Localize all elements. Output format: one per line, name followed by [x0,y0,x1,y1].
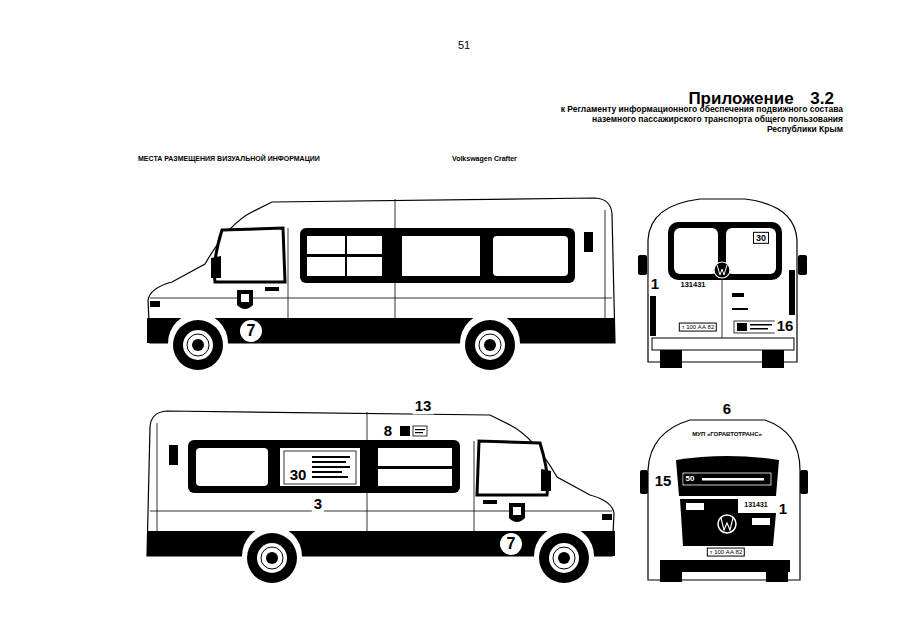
van-front-view [640,420,808,582]
callout-number: 13 [413,397,434,414]
van-front-view [718,515,736,533]
van-side-view-right [415,429,425,430]
van-side-view-right [415,432,423,433]
van-rear-view [726,228,776,274]
van-side-view-right [284,451,356,484]
van-rear-view [648,199,797,362]
van-rear-view [652,338,794,350]
van-rear-view [798,255,807,275]
fleet-number: 131431 [680,281,705,290]
van-rear-view [732,308,748,310]
appendix-subtitle: к Регламенту информационного обеспечения… [551,104,843,135]
van-side-view-right [413,426,427,436]
van-side-view-right [280,448,360,486]
callout-number: 7 [507,536,516,552]
route-display: 50 [684,474,697,483]
callout-number: 6 [721,400,733,417]
van-front-view [800,470,808,494]
callout-number: 3 [312,495,324,512]
van-side-body [147,198,615,373]
van-rear-view [714,262,730,278]
van-side-view-right [196,448,268,486]
van-side-view-left [307,257,345,276]
van-rear-view [722,280,723,345]
van-side-view-left [493,236,568,276]
van-rear-view [638,255,647,275]
van-side-view-left [300,228,575,283]
callout-number: 30 [290,466,307,483]
van-front-view [683,473,771,485]
van-rear-view [750,328,768,330]
van-side-view-right [378,448,452,466]
van-side-view-right [188,440,460,493]
callout-number: 15 [653,472,674,489]
van-rear-view [750,324,772,326]
van-front-view [766,572,788,582]
van-front-view [660,560,790,572]
callout-number: 16 [775,317,796,334]
route-number-sign: 30 [753,232,769,244]
van-side-view-right [312,456,350,458]
vehicle-model: Volkswagen Crafter [452,155,517,163]
van-rear-view [638,199,807,368]
fleet-number: 131431 [744,501,767,509]
van-rear-view [650,296,656,336]
operator-name: МУП «ГОРАВТОТРАНС» [692,431,762,438]
van-front-view [680,499,776,546]
van-side-view-right [147,411,615,586]
van-rear-view [762,350,784,368]
callout-number: 8 [384,422,392,439]
van-front-view [721,518,733,530]
license-plate: т 100 АА 82 [679,323,717,332]
van-side-view-left [347,257,382,276]
callout-circle: 7 [500,533,522,555]
van-front-view [660,572,682,582]
van-front-view [752,518,770,525]
van-front-view [640,470,648,494]
van-rear-view [737,323,747,331]
van-rear-view [734,321,776,333]
callout-circle: 7 [240,320,262,342]
van-rear-view [668,222,782,280]
van-side-view-right [400,426,410,436]
license-plate: т 100 АА 82 [707,548,745,557]
van-side-body [147,411,615,586]
van-rear-view [717,265,727,275]
van-front-view [648,420,800,580]
van-rear-view [674,228,718,274]
van-side-view-left [347,236,382,254]
callout-number: 1 [649,275,661,292]
van-side-view-right [312,471,342,473]
callout-number: 7 [247,323,256,339]
van-rear-view [732,293,744,297]
page-number: 51 [458,39,470,52]
callout-number: 1 [779,500,787,517]
van-rear-view [660,350,682,368]
van-side-view-left [307,236,345,254]
section-heading: МЕСТА РАЗМЕЩЕНИЯ ВИЗУАЛЬНОЙ ИНФОРМАЦИИ [138,155,320,163]
van-side-view-right [312,476,348,478]
van-side-view-right [378,469,452,486]
van-front-view [702,478,764,481]
van-side-view-left [147,198,615,373]
van-side-view-right [312,466,350,468]
van-front-view [676,456,779,496]
van-side-view-right [312,461,346,463]
van-rear-view [789,270,795,315]
van-front-view [686,503,704,510]
van-side-view-left [402,236,480,276]
